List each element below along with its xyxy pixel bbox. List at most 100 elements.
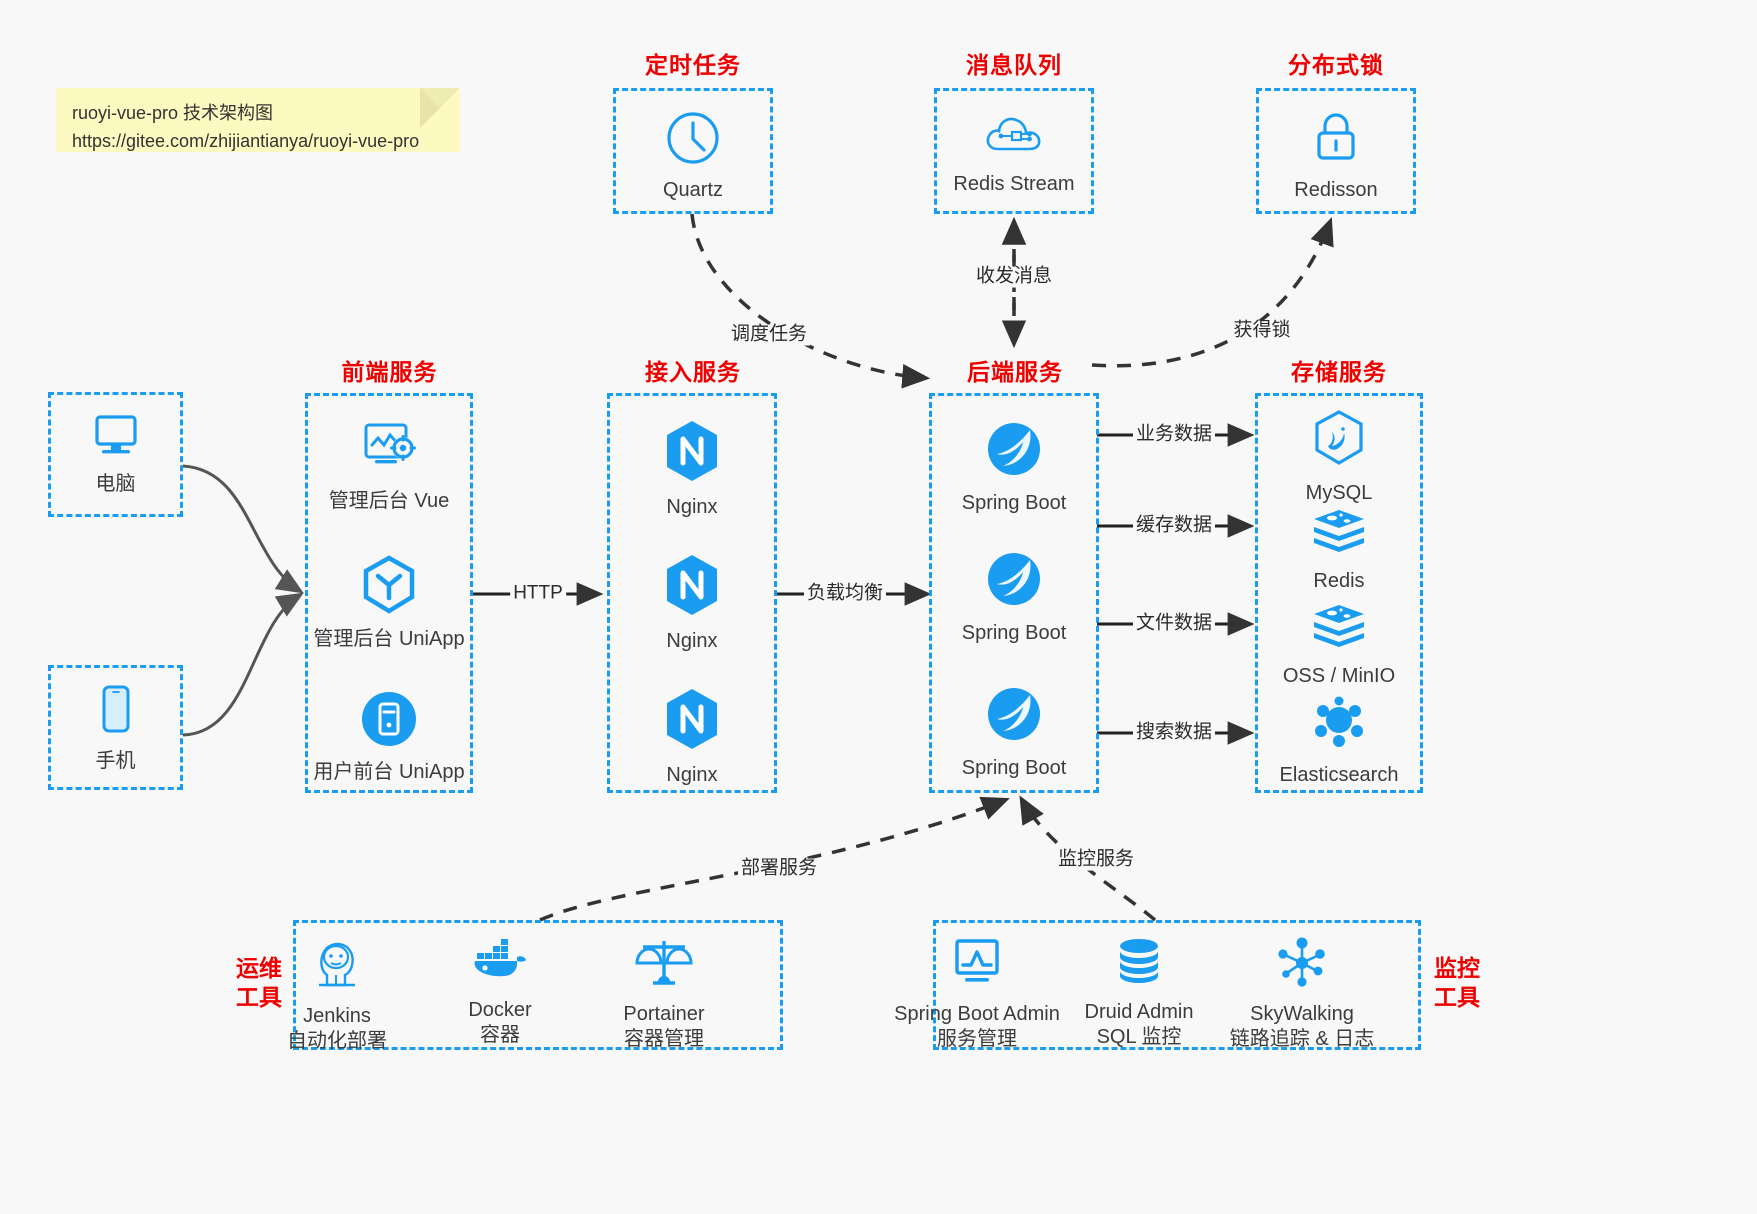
monitor-chart-icon bbox=[947, 935, 1007, 996]
node-phone[interactable]: 手机 bbox=[51, 682, 180, 774]
group-title-distributed-lock: 分布式锁 bbox=[1288, 52, 1384, 78]
node-label: 管理后台 Vue bbox=[328, 490, 450, 512]
devops-title-line-1: 运维 bbox=[236, 955, 282, 981]
node-label: Redis bbox=[1313, 570, 1365, 592]
edge-label-cache-data: 缓存数据 bbox=[1132, 515, 1216, 537]
node-mysql[interactable]: MySQL bbox=[1258, 408, 1420, 506]
node-docker[interactable]: Docker 容器 bbox=[378, 935, 622, 1048]
node-label: Spring Boot bbox=[961, 622, 1067, 644]
node-nginx-1[interactable]: Nginx bbox=[610, 418, 774, 520]
spring-boot-icon bbox=[983, 548, 1045, 615]
edge-label-search-data: 搜索数据 bbox=[1132, 722, 1216, 744]
mysql-icon bbox=[1310, 408, 1368, 475]
cube-icon bbox=[360, 554, 418, 621]
group-box-backend: Spring Boot Spring Boot Spring Boot bbox=[929, 393, 1099, 793]
node-elasticsearch[interactable]: Elasticsearch bbox=[1258, 696, 1420, 788]
node-sublabel: 容器 bbox=[480, 1024, 520, 1046]
elasticsearch-icon bbox=[1310, 696, 1368, 757]
note-fold-corner bbox=[420, 88, 460, 128]
edge-label-deploy-service: 部署服务 bbox=[737, 858, 821, 880]
node-label: Nginx bbox=[666, 630, 718, 652]
edge-label-file-data: 文件数据 bbox=[1132, 613, 1216, 635]
node-redis[interactable]: Redis bbox=[1258, 506, 1420, 594]
node-label: Quartz bbox=[662, 179, 724, 201]
group-title-storage: 存储服务 bbox=[1291, 359, 1387, 385]
group-title-monitor: 监控 工具 bbox=[1426, 954, 1488, 1012]
node-quartz[interactable]: Quartz bbox=[616, 109, 770, 203]
group-box-client-phone: 手机 bbox=[48, 665, 183, 790]
redis-icon bbox=[1310, 506, 1368, 563]
node-label: Druid Admin bbox=[1084, 1001, 1194, 1023]
node-label: Nginx bbox=[666, 764, 718, 786]
node-sublabel: SQL 监控 bbox=[1096, 1026, 1182, 1048]
edge-label-schedule-task: 调度任务 bbox=[727, 324, 811, 346]
node-user-uniapp[interactable]: 用户前台 UniApp bbox=[308, 689, 470, 785]
node-label: Redisson bbox=[1294, 179, 1378, 201]
edge-label-monitor-service: 监控服务 bbox=[1054, 849, 1138, 871]
node-redisson[interactable]: Redisson bbox=[1259, 109, 1413, 203]
edge-label-business-data: 业务数据 bbox=[1132, 424, 1216, 446]
node-label: Nginx bbox=[666, 496, 718, 518]
jenkins-icon bbox=[309, 935, 365, 998]
monitor-title-line-1: 监控 bbox=[1434, 955, 1480, 981]
cloud-stream-icon bbox=[982, 109, 1046, 166]
node-spring-boot-1[interactable]: Spring Boot bbox=[932, 418, 1096, 516]
node-nginx-3[interactable]: Nginx bbox=[610, 686, 774, 788]
group-box-devops: Jenkins 自动化部署 Docker 容器 bbox=[287, 920, 786, 1052]
node-desktop[interactable]: 电脑 bbox=[51, 409, 180, 497]
clock-icon bbox=[664, 109, 722, 172]
group-box-storage: MySQL Redis bbox=[1255, 393, 1423, 793]
group-title-backend: 后端服务 bbox=[967, 359, 1063, 385]
node-oss-minio[interactable]: OSS / MinIO bbox=[1258, 601, 1420, 689]
node-label: OSS / MinIO bbox=[1282, 665, 1396, 687]
edge-label-http: HTTP bbox=[510, 583, 566, 605]
note-line-2: https://gitee.com/zhijiantianya/ruoyi-vu… bbox=[72, 130, 420, 151]
dashboard-gear-icon bbox=[358, 418, 420, 483]
scales-icon bbox=[635, 935, 693, 996]
node-label: Jenkins bbox=[303, 1005, 371, 1027]
group-box-gateway: Nginx Nginx Nginx bbox=[607, 393, 777, 793]
group-title-scheduled-task: 定时任务 bbox=[645, 52, 741, 78]
group-title-message-queue: 消息队列 bbox=[966, 52, 1062, 78]
node-jenkins[interactable]: Jenkins 自动化部署 bbox=[215, 935, 459, 1054]
note-line-1: ruoyi-vue-pro 技术架构图 bbox=[72, 103, 274, 123]
node-label: 手机 bbox=[95, 750, 136, 772]
node-label: Portainer bbox=[623, 1003, 705, 1025]
node-label: SkyWalking bbox=[1250, 1003, 1354, 1025]
group-box-frontend: 管理后台 Vue 管理后台 UniApp 用户前台 U bbox=[305, 393, 473, 793]
oss-minio-icon bbox=[1310, 601, 1368, 658]
node-nginx-2[interactable]: Nginx bbox=[610, 552, 774, 654]
spring-boot-icon bbox=[983, 418, 1045, 485]
group-box-scheduled-task: Quartz bbox=[613, 88, 773, 214]
node-spring-boot-admin[interactable]: Spring Boot Admin 服务管理 bbox=[855, 935, 1099, 1052]
group-title-frontend: 前端服务 bbox=[341, 359, 438, 385]
node-skywalking[interactable]: SkyWalking 链路追踪 & 日志 bbox=[1180, 935, 1424, 1052]
group-title-gateway: 接入服务 bbox=[645, 359, 741, 385]
node-label: Spring Boot bbox=[961, 492, 1067, 514]
group-box-distributed-lock: Redisson bbox=[1256, 88, 1416, 214]
node-admin-vue[interactable]: 管理后台 Vue bbox=[308, 418, 470, 514]
spring-boot-icon bbox=[983, 683, 1045, 750]
node-label: 管理后台 UniApp bbox=[313, 628, 465, 650]
mobile-app-icon bbox=[359, 689, 419, 754]
node-label: 用户前台 UniApp bbox=[313, 761, 465, 783]
node-spring-boot-3[interactable]: Spring Boot bbox=[932, 683, 1096, 781]
devops-title-line-2: 工具 bbox=[236, 983, 282, 1010]
node-label: Spring Boot Admin bbox=[894, 1003, 1060, 1025]
node-label: Elasticsearch bbox=[1279, 764, 1399, 786]
node-label: MySQL bbox=[1305, 482, 1373, 504]
database-icon bbox=[1111, 935, 1167, 994]
node-sublabel: 自动化部署 bbox=[287, 1030, 387, 1052]
node-portainer[interactable]: Portainer 容器管理 bbox=[542, 935, 786, 1052]
monitor-title-line-2: 工具 bbox=[1434, 983, 1480, 1010]
node-spring-boot-2[interactable]: Spring Boot bbox=[932, 548, 1096, 646]
phone-icon bbox=[94, 682, 138, 743]
nginx-icon bbox=[661, 418, 723, 489]
node-druid-admin[interactable]: Druid Admin SQL 监控 bbox=[1017, 935, 1261, 1050]
node-redis-stream[interactable]: Redis Stream bbox=[937, 109, 1091, 197]
lock-icon bbox=[1310, 109, 1362, 172]
node-admin-uniapp[interactable]: 管理后台 UniApp bbox=[308, 554, 470, 652]
docker-icon bbox=[469, 935, 531, 992]
edge-label-acquire-lock: 获得锁 bbox=[1230, 320, 1294, 342]
